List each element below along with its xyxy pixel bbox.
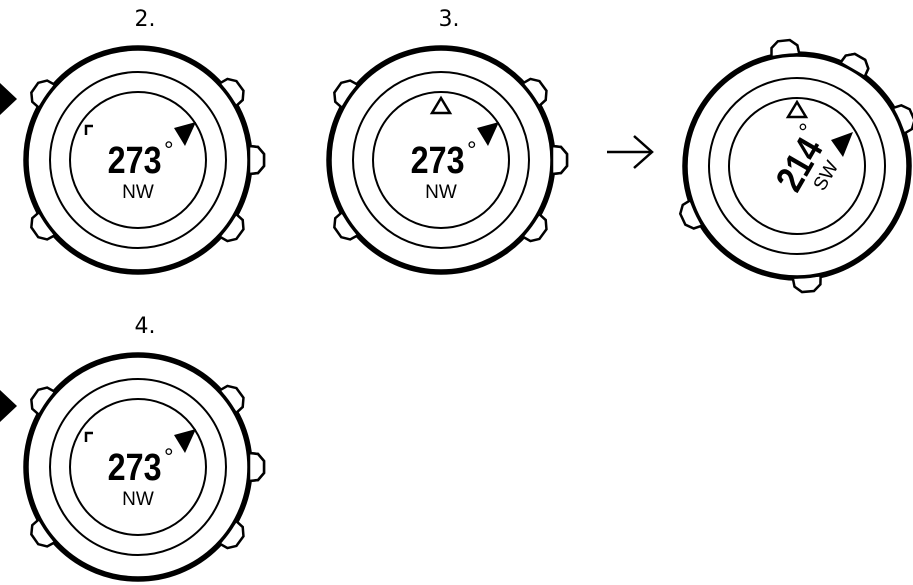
- step-label: 2.: [135, 7, 156, 32]
- watch-button: [550, 144, 569, 176]
- watch: 214 ° SW: [643, 0, 913, 320]
- right-arrow-icon: [607, 135, 654, 169]
- bearing-triangle-icon: [831, 132, 853, 157]
- watch: 273 ° NW: [25, 47, 264, 273]
- watch-button: [247, 144, 266, 176]
- degree-symbol: °: [467, 137, 477, 164]
- north-marker-icon: [785, 99, 809, 119]
- watch: 273 ° NW: [25, 354, 264, 580]
- bearing-triangle-icon: [174, 429, 196, 453]
- step-label: 3.: [439, 7, 460, 32]
- direction-label: NW: [425, 182, 457, 203]
- watch-button: [247, 451, 266, 483]
- north-marker-icon: [429, 95, 453, 115]
- corner-marker-icon: [84, 124, 93, 135]
- step-2: 2. 273 ° NW: [0, 7, 264, 273]
- button-pointer-icon: [0, 83, 17, 115]
- bearing-triangle-icon: [174, 122, 196, 146]
- direction-label: NW: [122, 182, 154, 203]
- degree-symbol: °: [164, 137, 174, 164]
- heading-value: 273: [108, 140, 162, 182]
- watch-button: [839, 48, 874, 79]
- step-4: 4. 273 ° NW: [0, 314, 264, 580]
- bearing-triangle-icon: [477, 122, 499, 146]
- button-pointer-icon: [0, 390, 17, 422]
- step-3-rotated: 214 ° SW: [643, 0, 913, 320]
- direction-label: NW: [122, 489, 154, 510]
- degree-symbol: °: [164, 444, 174, 471]
- step-3: 3. 273 ° NW: [328, 7, 567, 273]
- watch: 273 ° NW: [328, 47, 567, 273]
- step-label: 4.: [135, 314, 156, 339]
- heading-value: 273: [108, 447, 162, 489]
- corner-marker-icon: [84, 431, 93, 442]
- heading-value: 273: [411, 140, 465, 182]
